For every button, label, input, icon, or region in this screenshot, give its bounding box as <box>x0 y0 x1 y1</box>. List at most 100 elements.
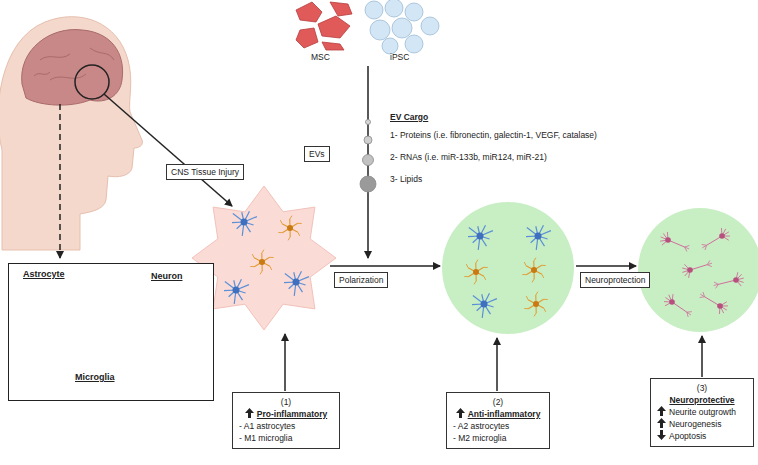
stroke <box>542 274 544 278</box>
node-text: Neurogenesis <box>657 418 747 430</box>
neuron <box>664 294 692 317</box>
msc-cells <box>296 2 352 50</box>
cell-body <box>241 219 248 226</box>
text-run: Astrocyte <box>23 269 65 279</box>
down-arrow-icon <box>657 430 666 440</box>
up-arrow <box>701 336 703 377</box>
text-run: Neuron <box>151 271 183 281</box>
microglia <box>278 216 301 241</box>
text-run: - A1 astrocytes <box>239 421 295 431</box>
outcome-box: (2)Anti-inflammatory- A2 astrocytes- M2 … <box>446 392 550 449</box>
text-run: - M1 microglia <box>239 433 292 443</box>
stroke <box>290 216 292 219</box>
stroke <box>707 265 712 267</box>
outcome-box: (3)NeuroprotectiveNeurite outgrowthNeuro… <box>650 378 754 447</box>
node-text: (1) <box>239 396 333 408</box>
arrow-glyph <box>657 406 666 416</box>
stroke <box>522 274 526 275</box>
arrow-glyph <box>456 408 465 418</box>
up-arrow-icon <box>657 406 666 416</box>
stroke <box>464 276 468 277</box>
stroke <box>476 260 478 263</box>
stroke <box>534 313 536 316</box>
stroke <box>544 299 548 300</box>
arrow-label-box: Neuroprotection <box>580 272 650 288</box>
cell-body <box>293 279 300 286</box>
up-arrow-icon <box>657 418 666 428</box>
arrow-glyph <box>657 418 666 428</box>
cell-body <box>687 267 693 273</box>
text-run: Apoptosis <box>669 431 706 441</box>
microglia <box>464 260 487 285</box>
neuron <box>702 228 730 250</box>
microglia <box>250 250 273 275</box>
text-run: Polarization <box>339 275 383 285</box>
arrow-label-box: EVs <box>304 146 330 162</box>
brain <box>22 30 123 106</box>
cell-body <box>233 287 240 294</box>
astrocyte <box>284 271 309 296</box>
up-arrow-icon <box>245 408 254 418</box>
neuron <box>700 292 728 314</box>
stroke <box>685 247 687 251</box>
head-silhouette <box>0 17 142 250</box>
stroke <box>524 262 526 266</box>
ipsc-cells <box>365 0 439 54</box>
stroke <box>278 232 282 233</box>
neuroprotection-arrow <box>576 265 636 267</box>
stroke <box>534 258 536 261</box>
cell-body <box>733 277 739 283</box>
stroke <box>536 292 538 295</box>
stroke <box>288 237 290 240</box>
node-text: - M2 microglia <box>453 432 543 444</box>
up-arrow-icon <box>456 408 465 418</box>
stroke <box>252 254 254 258</box>
polarization-arrow <box>330 265 440 267</box>
cell-source-label: iPSC <box>390 52 409 62</box>
stroke <box>702 244 707 246</box>
stroke <box>685 246 690 247</box>
arrow-glyph <box>657 430 666 440</box>
neuron <box>660 232 689 251</box>
focus-circle <box>75 65 109 99</box>
stroke <box>526 296 528 300</box>
stroke <box>298 232 300 236</box>
stroke <box>714 284 719 285</box>
text-run: (2) <box>493 397 503 407</box>
cell-body <box>717 303 723 309</box>
cell-body <box>473 269 479 275</box>
outcome-box: (1)Pro-inflammatory - A1 astrocytes - M1 m… <box>232 392 340 449</box>
text-run: Neuroprotection <box>585 275 645 285</box>
text-run: Pro-inflammatory <box>257 409 327 419</box>
text-run: Neurogenesis <box>669 419 721 429</box>
node-text: (3) <box>657 382 747 394</box>
cell-body <box>481 301 488 308</box>
ev-spheres <box>360 120 376 193</box>
text-run: - M2 microglia <box>453 433 506 443</box>
node-text: Polarization <box>339 275 383 285</box>
anti-inflammatory-circle <box>442 202 574 334</box>
node-text: CNS Tissue Injury <box>171 167 239 177</box>
cargo-text: 2- RNAs (i.e. miR-133b, miR124, miR-21) <box>390 152 547 162</box>
astrocyte <box>468 225 493 250</box>
stroke <box>260 271 262 274</box>
text-run: Anti-inflammatory <box>468 409 541 419</box>
cargo-text: EV Cargo <box>390 112 428 122</box>
stroke <box>466 264 468 268</box>
arrow-label-box: CNS Tissue Injury <box>166 164 244 180</box>
stroke <box>280 220 282 224</box>
cell-body <box>477 233 484 240</box>
node-text: Anti-inflammatory <box>453 408 543 420</box>
stroke <box>484 276 486 280</box>
stroke <box>474 281 476 284</box>
astrocyte <box>232 211 257 236</box>
stroke <box>524 308 528 309</box>
node-text: Microglia <box>75 372 115 382</box>
stroke <box>262 250 264 253</box>
node-text: - M1 microglia <box>239 432 333 444</box>
stroke <box>270 257 274 258</box>
stroke <box>687 312 688 317</box>
stroke <box>532 279 534 282</box>
node-text: Astrocyte <box>23 269 65 279</box>
stroke <box>703 292 705 297</box>
